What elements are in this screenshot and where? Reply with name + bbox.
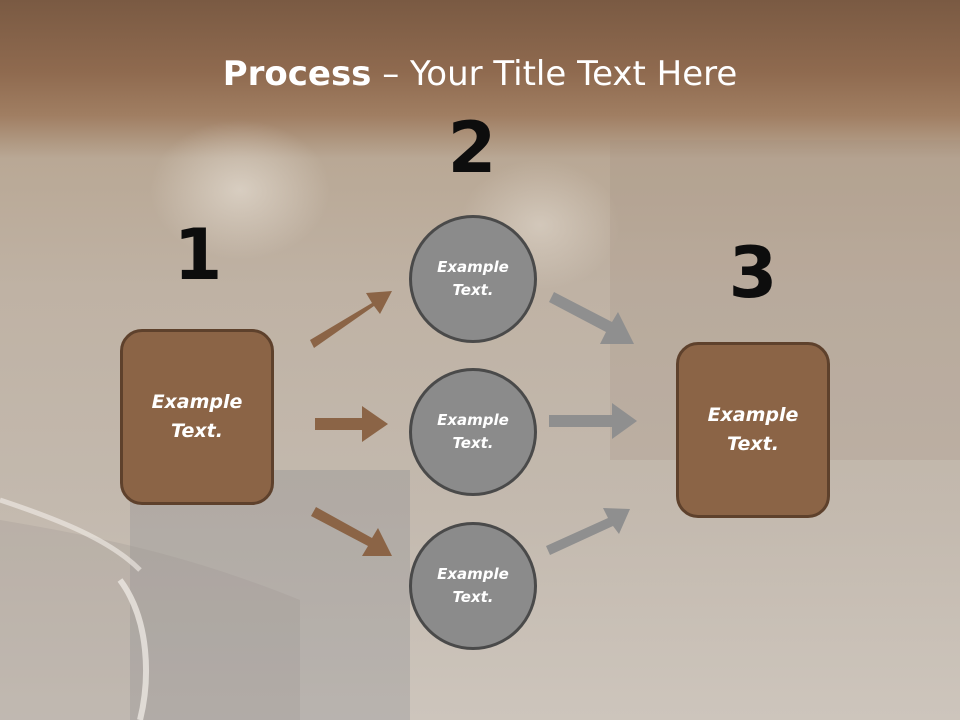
gray-arrow-up-right — [546, 508, 630, 555]
brown-arrows — [310, 291, 392, 556]
gray-arrow-down-right — [549, 292, 634, 344]
step-1-box[interactable]: Example Text. — [120, 329, 274, 505]
step-2-circle-top[interactable]: Example Text. — [409, 215, 537, 343]
arrow-up-right — [310, 291, 392, 348]
step-number-2: 2 — [447, 107, 497, 189]
step-number-1: 1 — [173, 214, 223, 296]
slide-title: Process – Your Title Text Here — [0, 52, 960, 96]
title-rest: – Your Title Text Here — [371, 54, 738, 94]
step-2-circle-bottom[interactable]: Example Text. — [409, 522, 537, 650]
arrow-right — [315, 406, 388, 442]
step-2-circle-middle[interactable]: Example Text. — [409, 368, 537, 496]
step-3-box-label: Example Text. — [707, 404, 799, 455]
gray-arrows — [546, 292, 637, 555]
step-3-box[interactable]: Example Text. — [676, 342, 830, 518]
gray-arrow-right — [549, 403, 637, 439]
step-1-box-label: Example Text. — [151, 391, 243, 442]
circle-bottom-label: Example Text. — [437, 565, 509, 606]
step-number-3: 3 — [728, 232, 778, 314]
circle-middle-label: Example Text. — [437, 411, 509, 452]
arrow-down-right — [311, 507, 392, 556]
title-bold: Process — [222, 54, 372, 94]
circle-top-label: Example Text. — [437, 258, 509, 299]
